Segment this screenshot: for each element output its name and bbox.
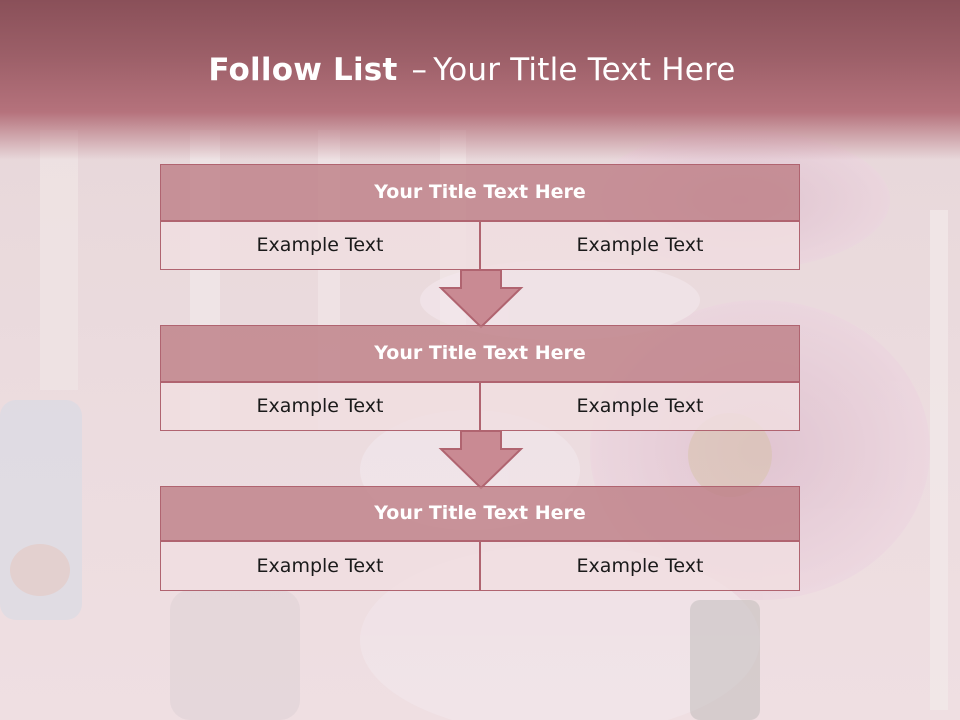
down-arrow-icon: [438, 270, 524, 329]
step-3: Your Title Text Here Example Text Exampl…: [160, 486, 800, 594]
slide-title-separator: –: [411, 52, 428, 88]
step-3-right-cell: Example Text: [480, 541, 800, 591]
step-2: Your Title Text Here Example Text Exampl…: [160, 325, 800, 433]
step-1-right-cell: Example Text: [480, 221, 800, 270]
slide-title-bold: Follow List: [208, 52, 398, 88]
step-1-left-cell: Example Text: [160, 221, 480, 270]
step-2-title: Your Title Text Here: [160, 325, 800, 382]
step-1: Your Title Text Here Example Text Exampl…: [160, 164, 800, 272]
step-2-left-cell: Example Text: [160, 382, 480, 431]
slide-title-text: Your Title Text Here: [433, 52, 736, 88]
step-3-left-cell: Example Text: [160, 541, 480, 591]
slide-title: Follow List–Your Title Text Here: [0, 52, 944, 88]
step-3-title: Your Title Text Here: [160, 486, 800, 541]
step-1-title: Your Title Text Here: [160, 164, 800, 221]
header-band: [0, 0, 960, 160]
down-arrow-icon: [438, 431, 524, 490]
step-2-right-cell: Example Text: [480, 382, 800, 431]
